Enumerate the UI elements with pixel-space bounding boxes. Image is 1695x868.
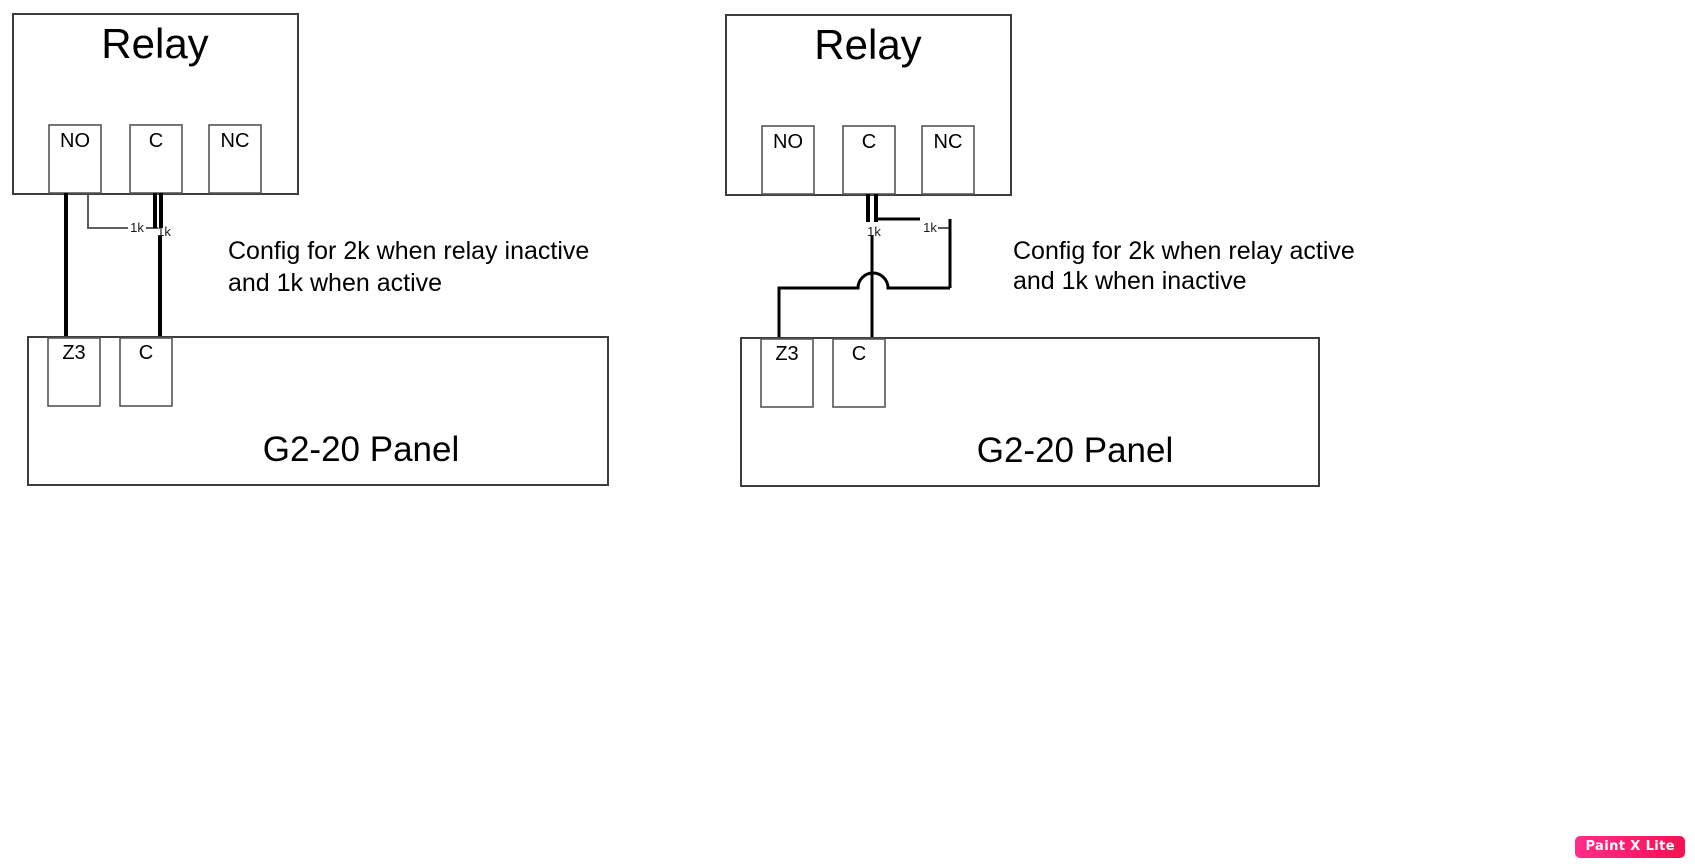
left-note-line-2: and 1k when active [228, 269, 442, 297]
left-relay-terminal-no-box [48, 124, 102, 194]
right-relay-terminal-no-label: NO [773, 131, 803, 153]
right-panel-title: G2-20 Panel [977, 431, 1174, 470]
left-panel-title: G2-20 Panel [263, 430, 460, 469]
left-panel-terminal-z3-label: Z3 [62, 342, 85, 364]
right-diagram: Relay NO C NC 1k 1k G [725, 14, 1355, 487]
left-relay-terminal-nc-label: NC [221, 130, 250, 152]
left-panel-terminal-c-box [119, 337, 173, 407]
left-panel-terminal-z3-box [47, 337, 101, 407]
right-panel-terminal-z3-box [760, 338, 814, 408]
right-relay-terminal-c-box [842, 125, 896, 195]
right-resistor-1-label: 1k [867, 224, 881, 239]
right-note-line-1: Config for 2k when relay active [1013, 237, 1355, 265]
paint-x-lite-watermark: Paint X Lite [1575, 836, 1685, 858]
right-relay-terminal-no-box [761, 125, 815, 195]
left-diagram: Relay NO C NC 1k 1k G2-20 Panel [12, 13, 609, 486]
left-relay-terminal-nc-box [208, 124, 262, 194]
left-note-line-1: Config for 2k when relay inactive [228, 237, 589, 265]
right-panel-terminal-c-label: C [852, 343, 866, 365]
left-panel-terminal-c-label: C [139, 342, 153, 364]
left-resistor-1-left-leg [87, 194, 128, 229]
right-panel-terminal-c-box [832, 338, 886, 408]
left-relay-terminal-no-label: NO [60, 130, 90, 152]
right-relay-terminal-c-label: C [862, 131, 876, 153]
left-resistor-1-label: 1k [130, 220, 144, 235]
right-panel-terminal-z3-label: Z3 [775, 343, 798, 365]
right-relay-title: Relay [814, 21, 921, 68]
left-relay-terminal-c-label: C [149, 130, 163, 152]
right-wire-nc-to-z3-with-hop [777, 271, 950, 341]
right-relay-terminal-nc-box [921, 125, 975, 195]
right-note-line-2: and 1k when inactive [1013, 267, 1246, 295]
right-resistor-2-label: 1k [923, 220, 937, 235]
left-relay-title: Relay [101, 20, 208, 67]
right-relay-terminal-nc-label: NC [934, 131, 963, 153]
